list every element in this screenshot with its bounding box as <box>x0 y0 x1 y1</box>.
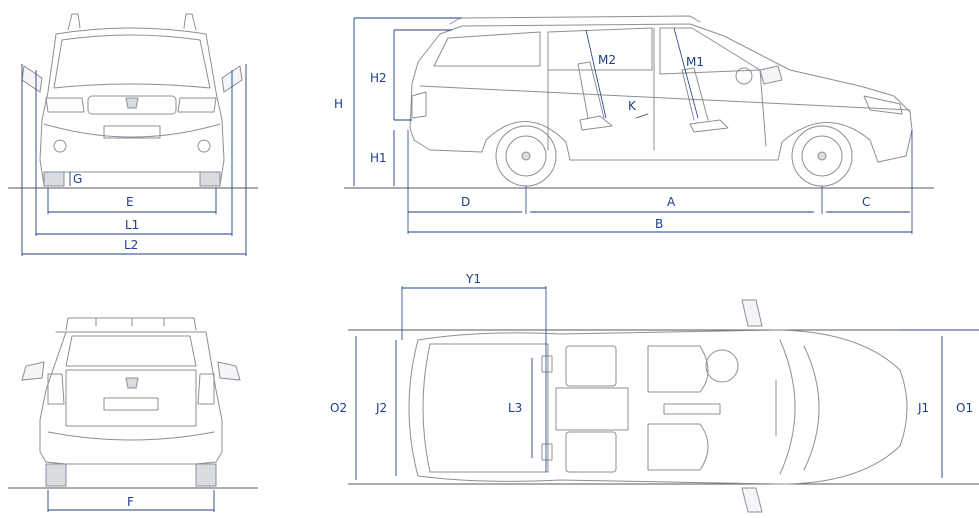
rear-dimensions: F <box>47 490 215 512</box>
label-h2: H2 <box>370 71 387 85</box>
side-dimensions: H H2 H1 M1 M2 K D A C B <box>334 17 913 234</box>
rear-left-tail-light <box>47 373 65 405</box>
rear-view <box>8 317 258 489</box>
rear-body-outline <box>39 331 223 487</box>
label-j2: J2 <box>375 401 387 415</box>
rear-roof-rail <box>65 317 197 331</box>
label-h: H <box>334 97 343 111</box>
top-steering-wheel <box>705 349 739 383</box>
front-roof-rails <box>67 13 197 31</box>
label-h1: H1 <box>370 151 387 165</box>
side-rear-seat <box>577 61 613 131</box>
side-front-seat <box>681 67 729 133</box>
front-left-fog-light <box>53 139 67 153</box>
label-g: G <box>73 172 82 186</box>
dim-k-line <box>635 113 649 119</box>
side-roof-rail <box>449 15 701 25</box>
rear-right-mirror <box>217 361 241 381</box>
top-body-outline <box>408 329 908 485</box>
side-rear-door-window <box>547 27 653 71</box>
label-e: E <box>126 195 134 209</box>
front-view <box>8 13 258 189</box>
front-bumper-line <box>43 123 221 138</box>
side-view <box>344 15 934 189</box>
label-k: K <box>628 99 637 113</box>
front-grille <box>87 95 177 115</box>
top-rear-seat-left <box>565 345 617 387</box>
top-left-b-pillar <box>541 355 553 373</box>
front-left-tyre <box>43 171 65 187</box>
side-rear-quarter-window <box>433 31 541 67</box>
label-y1: Y1 <box>465 272 481 286</box>
side-mirror <box>759 65 783 85</box>
front-number-plate <box>103 125 161 139</box>
label-j1: J1 <box>917 401 929 415</box>
side-tail-light <box>411 91 427 119</box>
top-cargo-area <box>422 343 549 473</box>
rear-right-tail-light <box>197 373 215 405</box>
dim-m1-line <box>673 27 699 119</box>
label-c: C <box>862 195 870 209</box>
label-o1: O1 <box>956 401 973 415</box>
rear-left-mirror <box>21 361 45 381</box>
side-front-wheel-hub <box>817 151 827 161</box>
side-steering-wheel <box>735 67 753 85</box>
front-right-tyre <box>199 171 221 187</box>
rear-tailgate <box>65 369 197 427</box>
front-logo <box>125 97 139 109</box>
side-rear-wheel-hub <box>521 151 531 161</box>
top-view <box>348 299 979 513</box>
front-right-headlight <box>177 97 217 113</box>
label-f: F <box>127 495 134 509</box>
side-body-outline <box>409 23 913 163</box>
top-bonnet-line <box>803 345 820 471</box>
side-front-door-window <box>659 27 761 75</box>
dim-m2-line <box>585 29 607 119</box>
side-front-wheel-rim <box>801 135 843 177</box>
label-d: D <box>461 195 470 209</box>
top-centre-console <box>663 403 721 415</box>
top-left-mirror <box>741 299 763 327</box>
rear-window <box>65 335 197 367</box>
side-rear-wheel-rim <box>505 135 547 177</box>
front-left-mirror <box>21 65 43 93</box>
top-dimensions: Y1 O2 J2 L3 J1 O1 <box>330 272 979 480</box>
top-right-b-pillar <box>541 443 553 461</box>
rear-right-tyre <box>195 463 217 487</box>
front-left-headlight <box>45 97 85 113</box>
rear-left-tyre <box>45 463 67 487</box>
label-l3: L3 <box>508 401 522 415</box>
front-dimensions: G E L1 L2 <box>21 64 247 256</box>
top-right-mirror <box>741 487 763 513</box>
top-rear-seat-right <box>565 431 617 473</box>
top-front-seat-right <box>647 423 709 471</box>
side-door-lines <box>547 27 767 151</box>
rear-number-plate <box>103 397 159 411</box>
front-right-fog-light <box>197 139 211 153</box>
label-a: A <box>667 195 676 209</box>
front-windshield <box>53 34 211 89</box>
top-windshield <box>779 339 796 475</box>
label-m2: M2 <box>598 53 616 67</box>
label-b: B <box>655 217 663 231</box>
rear-bumper-line <box>47 431 215 441</box>
top-front-seat-left <box>647 345 709 393</box>
side-belt-line <box>419 85 911 111</box>
side-headlight <box>863 95 903 115</box>
label-l1: L1 <box>125 218 139 232</box>
label-o2: O2 <box>330 401 347 415</box>
rear-logo <box>125 377 139 389</box>
label-m1: M1 <box>686 55 704 69</box>
top-rear-bench-middle <box>555 387 629 431</box>
label-l2: L2 <box>124 238 138 252</box>
